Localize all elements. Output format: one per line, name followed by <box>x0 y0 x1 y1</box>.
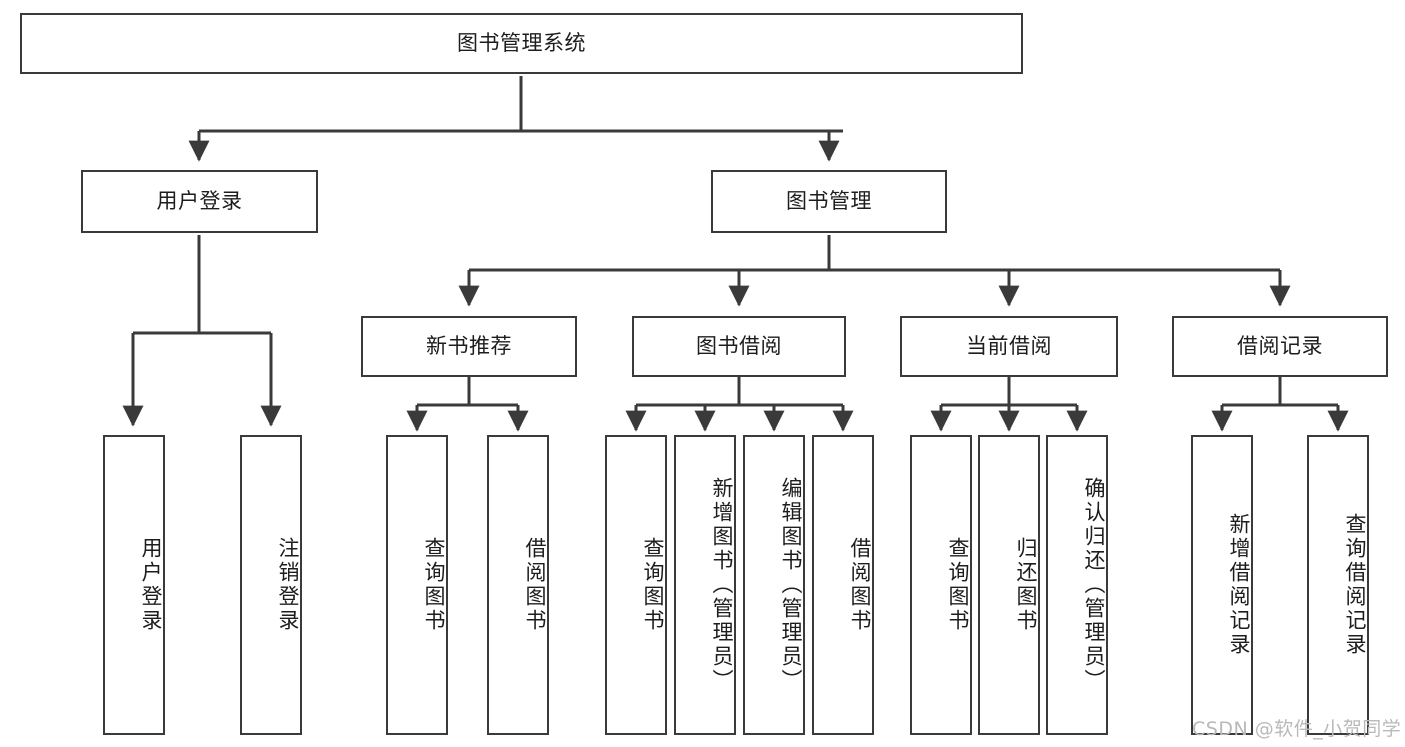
leaf-user-login-login[interactable]: 用户登录 <box>103 435 165 735</box>
leaf-recommend-query-book[interactable]: 查询图书 <box>386 435 448 735</box>
node-current-borrow[interactable]: 当前借阅 <box>900 316 1118 377</box>
node-borrow-record[interactable]: 借阅记录 <box>1172 316 1388 377</box>
leaf-current-query-book[interactable]: 查询图书 <box>910 435 972 735</box>
leaf-label: 查询图书 <box>422 537 446 633</box>
node-book-management[interactable]: 图书管理 <box>711 170 947 233</box>
leaf-label: 用户登录 <box>139 537 163 633</box>
leaf-record-query-record[interactable]: 查询借阅记录 <box>1307 435 1369 735</box>
leaf-borrow-borrow-book[interactable]: 借阅图书 <box>812 435 874 735</box>
leaf-borrow-add-book-admin[interactable]: 新增图书（管理员） <box>674 435 736 735</box>
leaf-borrow-edit-book-admin[interactable]: 编辑图书（管理员） <box>743 435 805 735</box>
leaf-current-return-book[interactable]: 归还图书 <box>978 435 1040 735</box>
node-user-login[interactable]: 用户登录 <box>81 170 318 233</box>
leaf-user-login-logout[interactable]: 注销登录 <box>240 435 302 735</box>
node-root-system[interactable]: 图书管理系统 <box>20 13 1023 74</box>
leaf-label: 归还图书 <box>1014 537 1038 633</box>
leaf-label: 新增图书（管理员） <box>710 477 734 693</box>
leaf-label: 新增借阅记录 <box>1227 513 1251 657</box>
leaf-label: 查询图书 <box>641 537 665 633</box>
leaf-label: 查询图书 <box>946 537 970 633</box>
leaf-record-add-record[interactable]: 新增借阅记录 <box>1191 435 1253 735</box>
leaf-label: 查询借阅记录 <box>1343 513 1367 657</box>
node-new-book-recommend[interactable]: 新书推荐 <box>361 316 577 377</box>
leaf-recommend-borrow-book[interactable]: 借阅图书 <box>487 435 549 735</box>
leaf-label: 借阅图书 <box>523 537 547 633</box>
csdn-watermark: CSDN @软件_小贺同学 <box>1192 718 1402 740</box>
leaf-borrow-query-book[interactable]: 查询图书 <box>605 435 667 735</box>
leaf-current-confirm-return-admin[interactable]: 确认归还（管理员） <box>1046 435 1108 735</box>
leaf-label: 确认归还（管理员） <box>1082 477 1106 693</box>
node-book-borrow[interactable]: 图书借阅 <box>632 316 846 377</box>
leaf-label: 注销登录 <box>276 537 300 633</box>
leaf-label: 编辑图书（管理员） <box>779 477 803 693</box>
leaf-label: 借阅图书 <box>848 537 872 633</box>
